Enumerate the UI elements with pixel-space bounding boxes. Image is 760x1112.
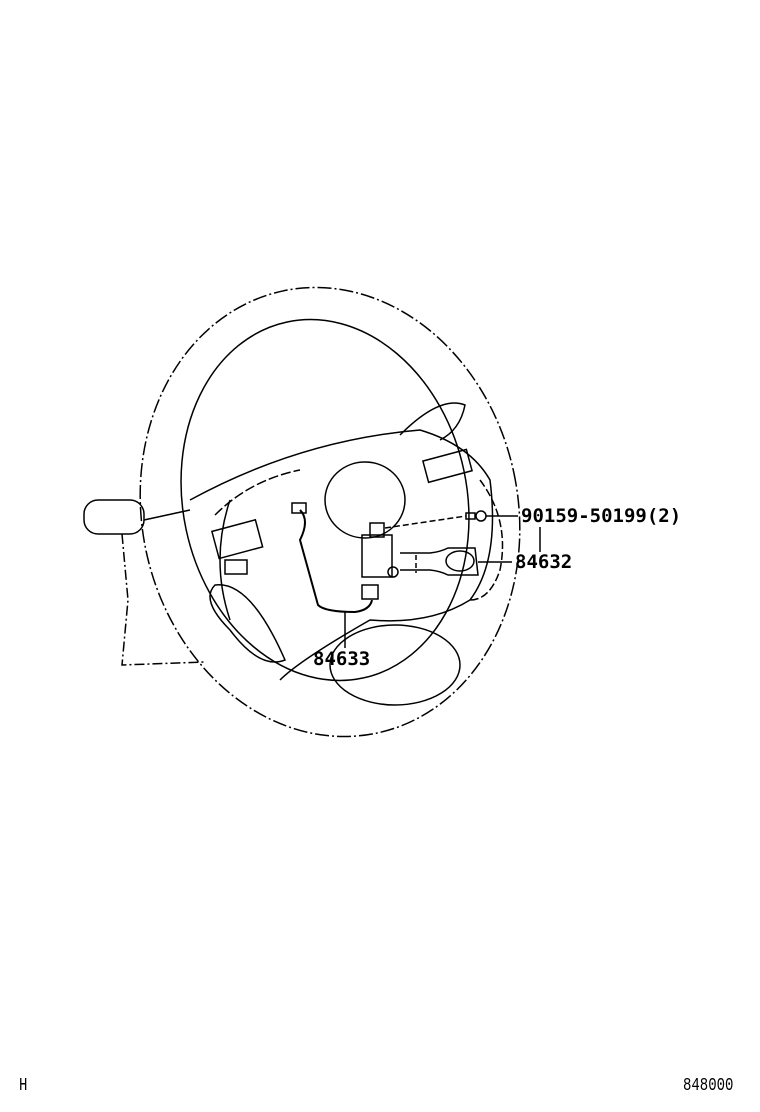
wheel-hub <box>189 402 504 706</box>
footer-left-code: H <box>19 1075 28 1097</box>
part-label-84632[interactable]: 84632 <box>515 551 573 573</box>
part-label-84633[interactable]: 84633 <box>313 648 371 670</box>
wheel-inner-rim <box>180 318 470 682</box>
footer-diagram-number: 848000 <box>683 1075 734 1097</box>
switch-assembly-84632 <box>361 522 479 578</box>
steering-column <box>83 499 206 666</box>
part-label-90159-50199[interactable]: 90159-50199(2) <box>521 505 682 527</box>
wheel-outer-rim <box>139 286 521 738</box>
wire-harness-84633 <box>298 509 373 614</box>
